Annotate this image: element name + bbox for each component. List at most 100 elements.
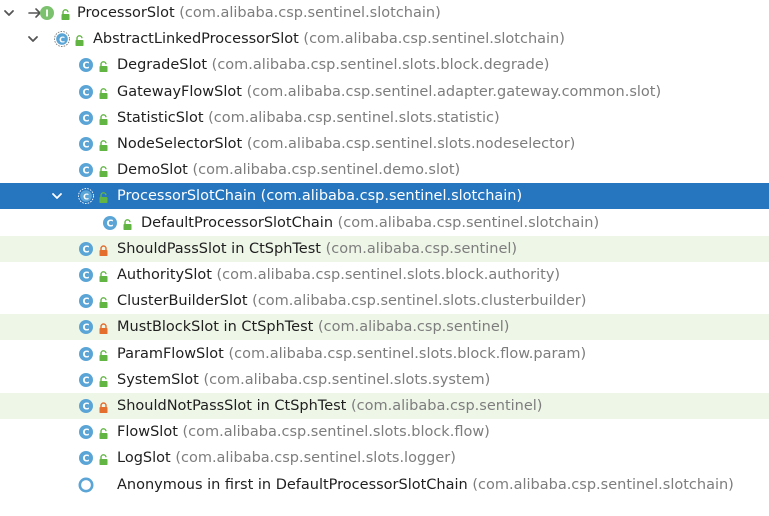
tree-item-label: AuthoritySlot (com.alibaba.csp.sentinel.… [117, 262, 560, 288]
public-visibility-icon [98, 270, 109, 282]
tree-row[interactable]: C ShouldPassSlot in CtSphTest (com.alibab… [0, 235, 769, 262]
public-visibility-icon [98, 375, 109, 387]
public-visibility-icon [98, 296, 109, 309]
tree-row[interactable]: C AuthoritySlot (com.alibaba.csp.sentinel… [0, 262, 769, 288]
class-name: DefaultProcessorSlotChain [141, 214, 334, 231]
public-visibility-icon [98, 427, 109, 440]
private-visibility-icon [98, 244, 109, 256]
class-icon: C [78, 267, 94, 283]
class-name: LogSlot [117, 450, 171, 467]
tree-item-label: ShouldPassSlot in CtSphTest (com.alibaba… [117, 236, 517, 262]
class-icon: C [78, 346, 94, 362]
svg-text:C: C [107, 218, 114, 229]
package-name: (com.alibaba.csp.sentinel.slotchain) [179, 5, 441, 21]
tree-row[interactable]: C AbstractLinkedProcessorSlot (com.alibab… [0, 26, 769, 52]
tree-row[interactable]: C LogSlot (com.alibaba.csp.sentinel.slots… [0, 445, 769, 471]
svg-text:C: C [83, 270, 90, 281]
svg-text:C: C [83, 427, 90, 438]
public-visibility-icon [98, 60, 109, 73]
class-icon: C [78, 84, 94, 100]
class-icon: C [78, 57, 94, 73]
package-name: (com.alibaba.csp.sentinel.slots.block.de… [211, 57, 550, 74]
class-name: AbstractLinkedProcessorSlot [93, 31, 299, 48]
package-name: (com.alibaba.csp.sentinel.slots.logger) [175, 450, 456, 467]
svg-text:C: C [83, 113, 90, 124]
package-name: (com.alibaba.csp.sentinel) [325, 240, 518, 257]
package-name: (com.alibaba.csp.sentinel.slots.nodesele… [246, 136, 576, 152]
class-name: ProcessorSlotChain [117, 188, 257, 205]
public-visibility-icon [98, 453, 109, 466]
class-icon: C [78, 110, 94, 126]
package-name: (com.alibaba.csp.sentinel.slotchain) [260, 188, 523, 205]
chevron-down-icon[interactable] [50, 183, 64, 209]
tree-item-label: NodeSelectorSlot (com.alibaba.csp.sentin… [117, 131, 575, 157]
tree-row[interactable]: C ShouldNotPassSlot in CtSphTest (com.ali… [0, 393, 769, 419]
package-name: (com.alibaba.csp.sentinel.demo.slot) [192, 162, 461, 179]
package-name: (com.alibaba.csp.sentinel.slots.statisti… [208, 109, 500, 126]
tree-item-label: ShouldNotPassSlot in CtSphTest (com.alib… [117, 393, 542, 419]
class-name: ClusterBuilderSlot [117, 293, 248, 310]
abstract-class-icon: C [54, 31, 70, 48]
tree-row[interactable]: C NodeSelectorSlot (com.alibaba.csp.senti… [0, 131, 769, 157]
class-name: StatisticSlot [117, 109, 204, 126]
tree-item-label: ProcessorSlot (com.alibaba.csp.sentinel.… [77, 0, 441, 26]
class-icon: C [78, 136, 94, 152]
tree-row[interactable]: C DemoSlot (com.alibaba.csp.sentinel.demo… [0, 157, 769, 183]
class-name: SystemSlot [117, 371, 199, 388]
class-name: MustBlockSlot in CtSphTest [117, 319, 314, 336]
tree-item-label: SystemSlot (com.alibaba.csp.sentinel.slo… [117, 367, 490, 393]
package-name: (com.alibaba.csp.sentinel) [350, 398, 543, 414]
class-name: GatewayFlowSlot [117, 83, 242, 100]
class-icon: C [78, 372, 94, 388]
chevron-down-icon[interactable] [26, 26, 40, 52]
svg-text:C: C [83, 349, 90, 360]
tree-row[interactable]: C ParamFlowSlot (com.alibaba.csp.sentinel… [0, 341, 769, 367]
class-name: ProcessorSlot [77, 5, 175, 21]
package-name: (com.alibaba.csp.sentinel.slots.block.fl… [228, 345, 587, 362]
public-visibility-icon [122, 218, 133, 230]
anonymous-class-icon [78, 477, 94, 493]
class-icon: C [78, 162, 94, 178]
tree-item-label: ParamFlowSlot (com.alibaba.csp.sentinel.… [117, 341, 586, 367]
public-visibility-icon [98, 165, 109, 178]
class-name: ShouldPassSlot in CtSphTest [117, 240, 321, 257]
tree-row[interactable]: Anonymous in first in DefaultProcessorSl… [0, 472, 769, 498]
chevron-down-icon[interactable] [2, 0, 16, 26]
public-visibility-icon [98, 87, 109, 99]
private-visibility-icon [98, 322, 109, 335]
tree-item-label: GatewayFlowSlot (com.alibaba.csp.sentine… [117, 79, 661, 105]
public-visibility-icon [98, 349, 109, 361]
tree-row[interactable]: C ProcessorSlotChain (com.alibaba.csp.sen… [0, 183, 769, 210]
package-name: (com.alibaba.csp.sentinel.slots.block.fl… [182, 424, 490, 441]
package-name: (com.alibaba.csp.sentinel.slots.system) [203, 371, 491, 388]
tree-row[interactable]: C FlowSlot (com.alibaba.csp.sentinel.slot… [0, 419, 769, 445]
svg-text:C: C [83, 401, 90, 412]
tree-row[interactable]: C DefaultProcessorSlotChain (com.alibaba.… [0, 210, 769, 236]
class-name: Anonymous in first in DefaultProcessorSl… [117, 476, 468, 493]
class-name: FlowSlot [117, 424, 178, 441]
tree-item-label: ProcessorSlotChain (com.alibaba.csp.sent… [117, 183, 522, 209]
svg-text:C: C [83, 375, 90, 386]
svg-text:C: C [83, 61, 90, 72]
svg-text:C: C [83, 454, 90, 465]
package-name: (com.alibaba.csp.sentinel.slotchain) [472, 476, 734, 493]
public-visibility-icon [74, 34, 85, 47]
tree-row[interactable]: C SystemSlot (com.alibaba.csp.sentinel.sl… [0, 367, 769, 393]
class-icon: C [78, 398, 94, 414]
class-name: DemoSlot [117, 162, 188, 179]
class-name: NodeSelectorSlot [117, 136, 243, 152]
abstract-class-icon: C [78, 188, 94, 205]
package-name: (com.alibaba.csp.sentinel.slotchain) [337, 214, 600, 231]
tree-item-label: FlowSlot (com.alibaba.csp.sentinel.slots… [117, 419, 490, 445]
tree-item-label: AbstractLinkedProcessorSlot (com.alibaba… [93, 26, 565, 52]
tree-row[interactable]: C StatisticSlot (com.alibaba.csp.sentinel… [0, 105, 769, 131]
tree-row[interactable]: C GatewayFlowSlot (com.alibaba.csp.sentin… [0, 79, 769, 105]
public-visibility-icon [98, 191, 109, 204]
private-visibility-icon [98, 401, 109, 413]
svg-text:C: C [83, 244, 90, 255]
public-visibility-icon [98, 113, 109, 125]
